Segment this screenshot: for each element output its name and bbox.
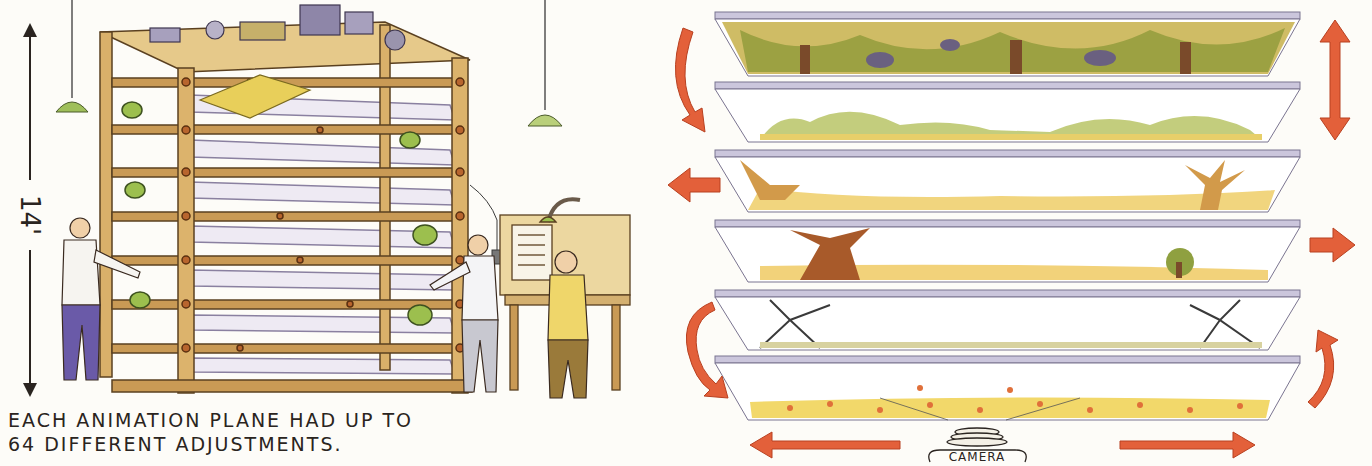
movement-arrow [668, 20, 1355, 458]
dimension-label: 14' [15, 193, 45, 237]
operator-figure [430, 235, 498, 392]
operator-figure [62, 218, 140, 380]
dimension-line [29, 250, 31, 390]
dimension-line [29, 30, 31, 180]
camera-label: CAMERA [947, 451, 1008, 464]
caption-text: EACH ANIMATION PLANE HAD UP TO 64 DIFFER… [8, 408, 423, 456]
operator-figure [548, 251, 588, 398]
animation-plane-stack [715, 12, 1300, 420]
multiplane-camera-stand [100, 22, 472, 393]
hanging-lamp [56, 0, 562, 126]
top-machinery [150, 5, 405, 118]
